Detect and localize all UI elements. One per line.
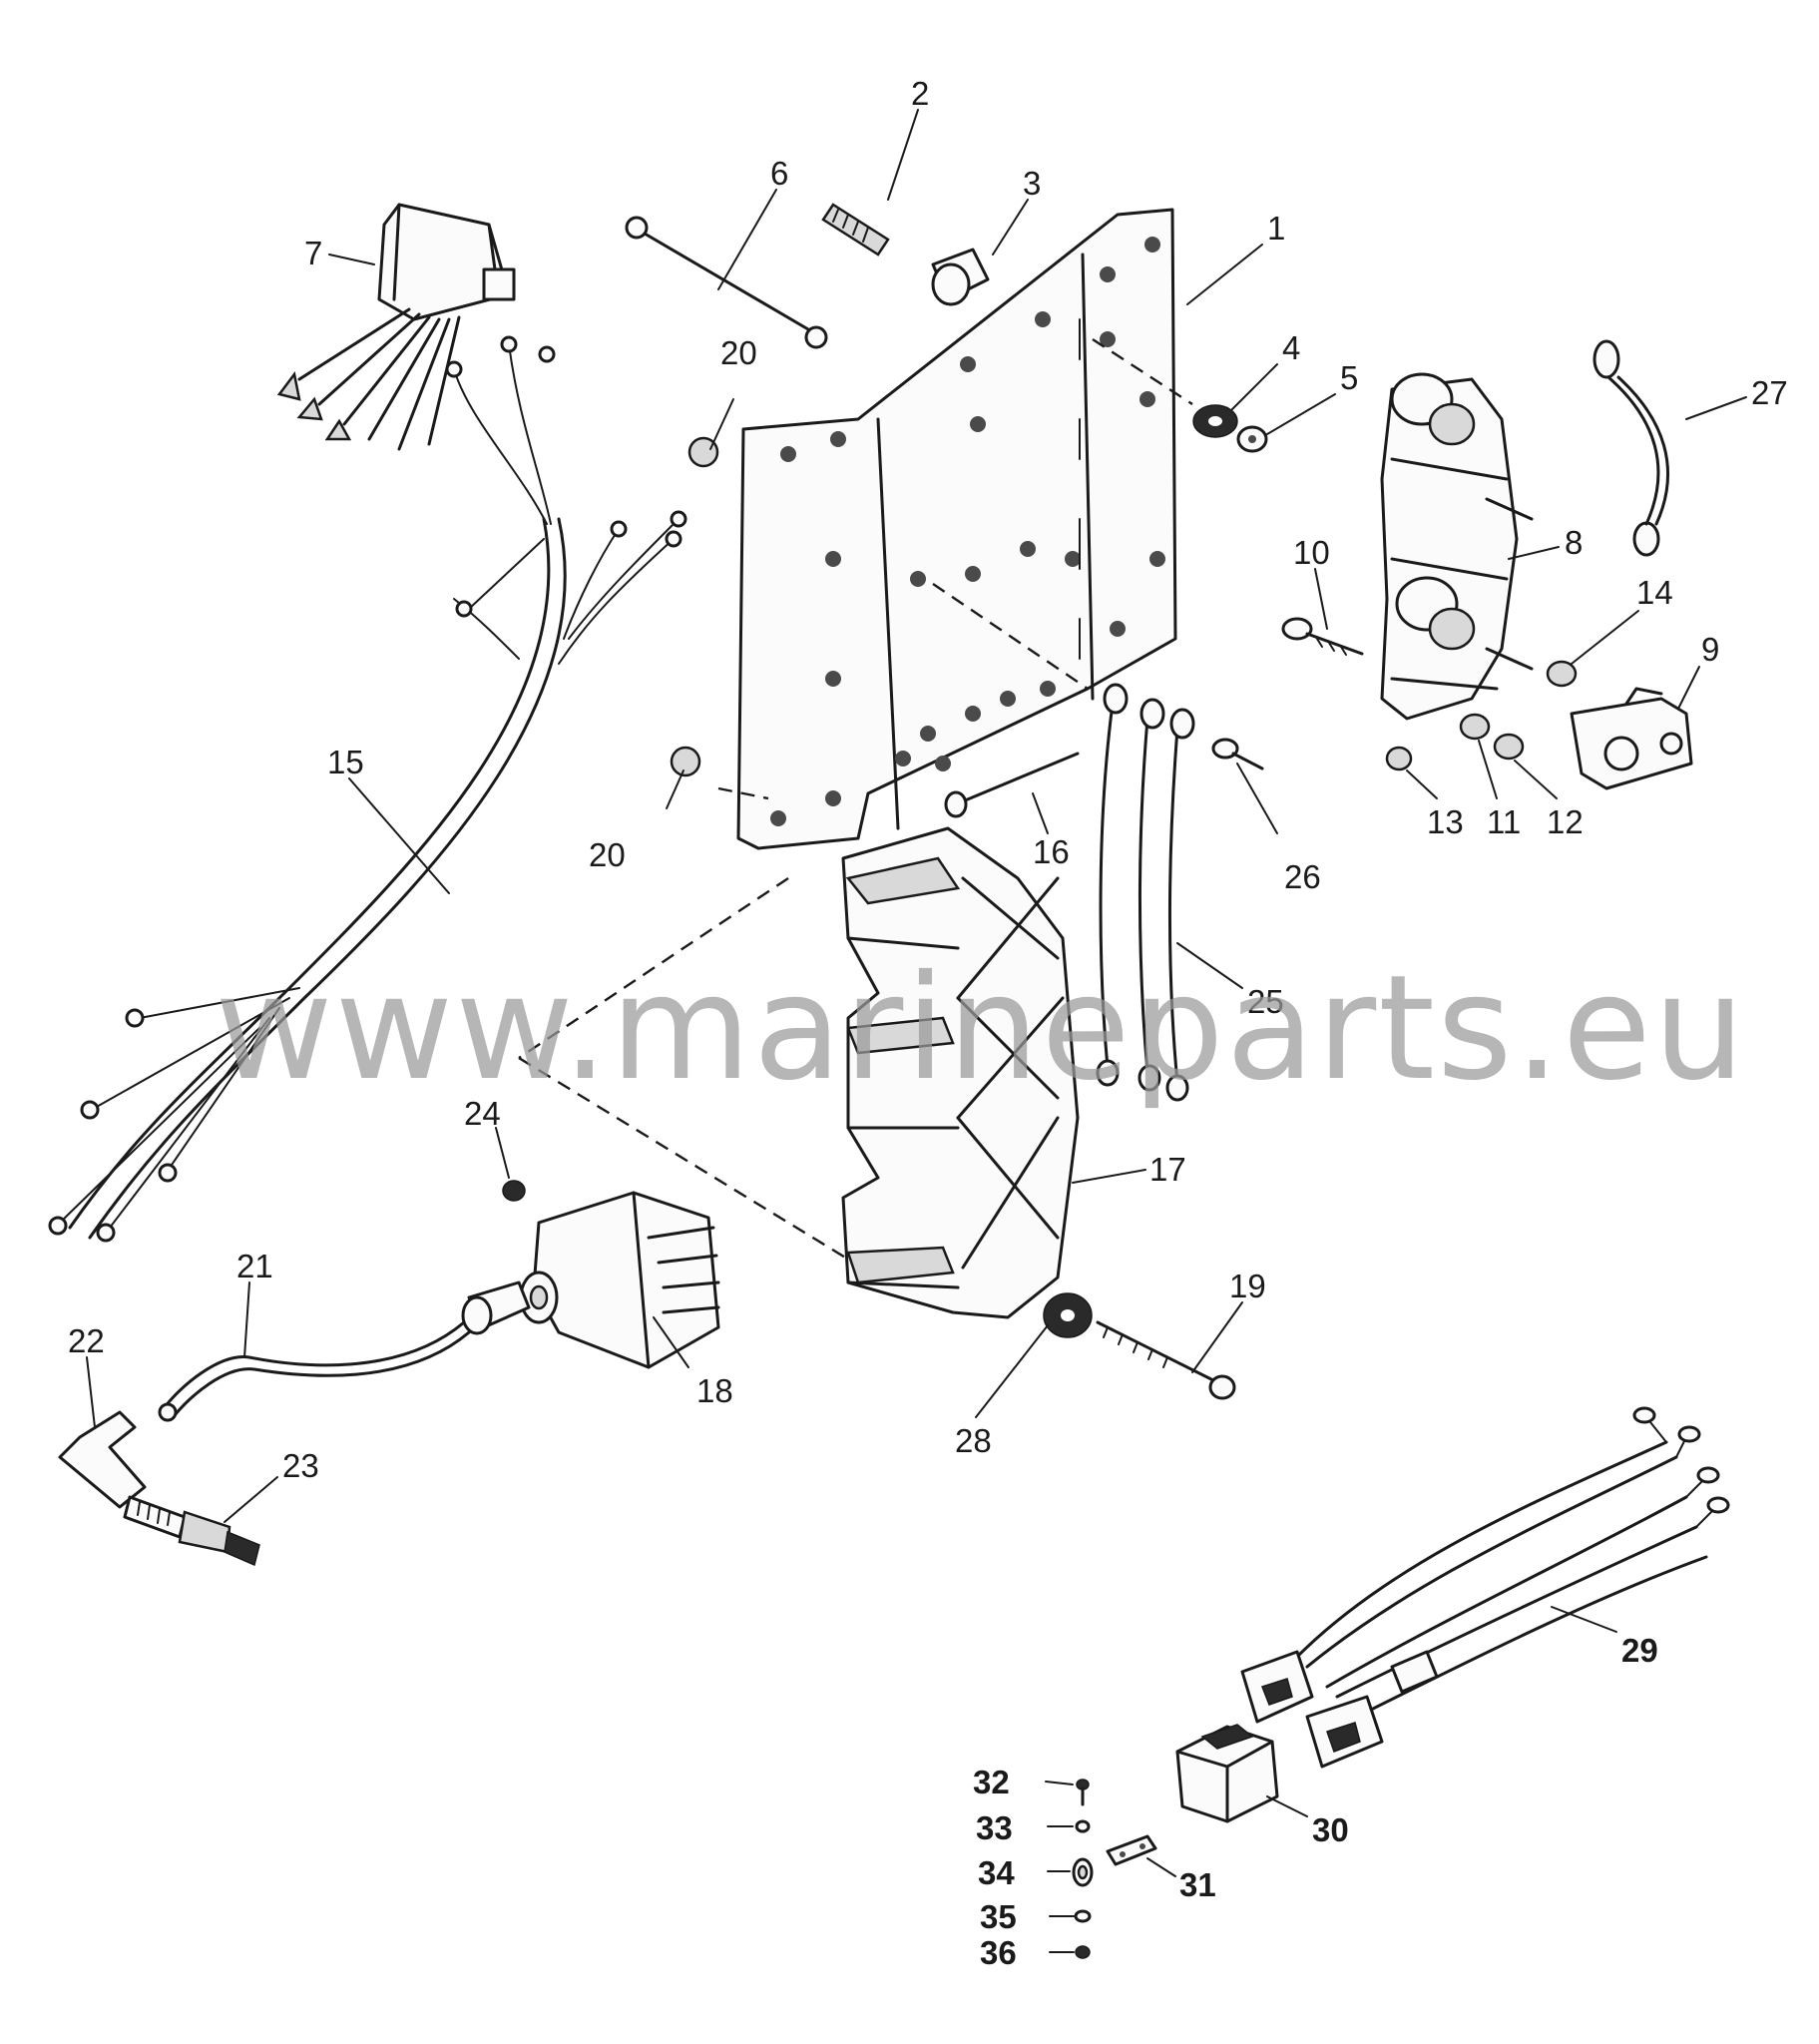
callout-23: 23: [282, 1447, 319, 1484]
spark-plug: [123, 1495, 260, 1567]
watermark-text: www.marineparts.eu: [215, 944, 1747, 1113]
callout-11: 11: [1487, 803, 1521, 840]
nut-24: [502, 1180, 526, 1202]
wiring-harness: [48, 335, 687, 1243]
callout-14: 14: [1636, 574, 1673, 611]
callout-4: 4: [1282, 329, 1300, 366]
stator-assembly: [841, 826, 1080, 1319]
rectifier-module: [276, 203, 516, 451]
lead-wire-27: [1592, 339, 1669, 557]
hardware-36-washer: [1075, 1945, 1091, 1959]
high-tension-lead: [158, 1320, 471, 1422]
nut-14: [1546, 660, 1578, 688]
callout-15: 15: [327, 744, 364, 780]
ignition-coil: [461, 1191, 720, 1369]
callout-33: 33: [976, 1809, 1013, 1846]
callout-30: 30: [1312, 1811, 1349, 1848]
screw-26: [1211, 738, 1264, 770]
callout-5: 5: [1340, 359, 1358, 396]
callout-2: 2: [911, 75, 929, 112]
spark-plug-boot: [58, 1410, 147, 1509]
hardware-35-nut: [1074, 1909, 1092, 1923]
washer-28: [1043, 1292, 1093, 1338]
callout-25: 25: [1247, 983, 1284, 1020]
hardware-32-screw: [1076, 1779, 1090, 1806]
callout-28: 28: [955, 1422, 992, 1459]
leader-lines: [86, 109, 1747, 1953]
callout-3: 3: [1023, 165, 1041, 202]
callout-36: 36: [980, 1934, 1017, 1971]
callout-13: 13: [1427, 803, 1464, 840]
ground-wires-25: [1096, 683, 1195, 1102]
screw: [1281, 617, 1364, 656]
callout-18: 18: [696, 1372, 733, 1409]
connector-harness: [1240, 1406, 1730, 1769]
nut-13: [1385, 746, 1413, 771]
callout-20a: 20: [720, 334, 757, 371]
mounting-bracket: [1570, 687, 1693, 790]
ground-strap: [625, 216, 828, 349]
spacer: [931, 248, 990, 306]
nut-20-upper: [687, 436, 719, 468]
nut-20-lower: [670, 746, 701, 777]
screw-19: [1096, 1320, 1236, 1400]
callout-19: 19: [1229, 1268, 1266, 1304]
callout-8: 8: [1565, 524, 1583, 561]
callout-9: 9: [1701, 631, 1719, 668]
callout-31: 31: [1179, 1866, 1216, 1903]
fuse: [1106, 1834, 1157, 1866]
nut-5: [1236, 425, 1268, 453]
mounting-plate: [736, 208, 1177, 850]
relay: [1175, 1724, 1279, 1823]
hardware-34-grommet: [1072, 1857, 1094, 1887]
alignment-lines: [518, 337, 1193, 1279]
long-screw-16: [944, 752, 1080, 818]
callout-34: 34: [978, 1854, 1015, 1891]
callout-1: 1: [1267, 210, 1285, 247]
callout-32: 32: [973, 1764, 1010, 1800]
callout-21: 21: [236, 1248, 273, 1284]
callout-35: 35: [980, 1898, 1017, 1935]
switch-box-assembly: [1380, 372, 1534, 721]
callout-12: 12: [1547, 803, 1584, 840]
callout-17: 17: [1149, 1151, 1186, 1188]
callout-27: 27: [1751, 374, 1788, 411]
callout-labels: 1 2 3 4 5 6 7 8 9 10 11 12 13 14 15 16 1…: [68, 75, 1788, 1971]
callout-29: 29: [1621, 1632, 1658, 1669]
hardware-33-washer: [1075, 1819, 1091, 1833]
callout-6: 6: [770, 155, 788, 192]
nut-12: [1493, 733, 1525, 761]
callout-24: 24: [464, 1095, 501, 1132]
callout-22: 22: [68, 1322, 105, 1359]
washer-4: [1192, 404, 1238, 438]
stud: [821, 203, 890, 256]
callout-16: 16: [1033, 833, 1070, 870]
callout-26: 26: [1284, 858, 1321, 895]
callout-10: 10: [1293, 534, 1330, 571]
nut-11: [1459, 713, 1491, 741]
callout-20b: 20: [589, 836, 626, 873]
callout-7: 7: [304, 235, 322, 271]
